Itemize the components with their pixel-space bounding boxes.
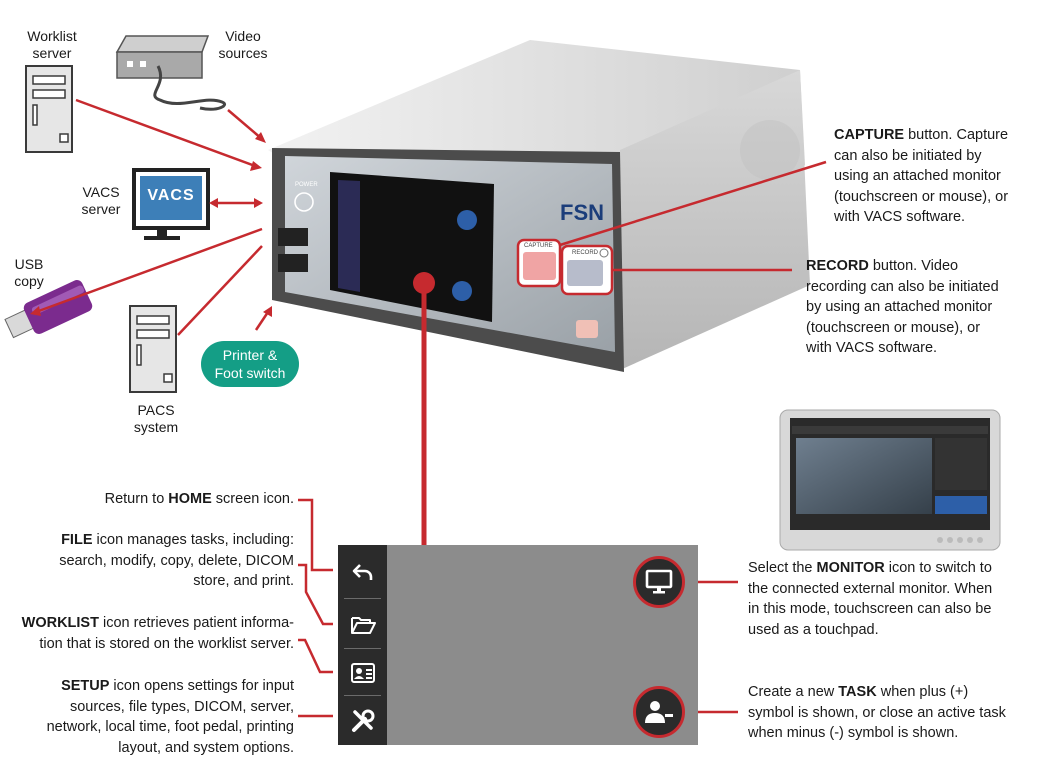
task-description: Create a new TASK when plus (+) symbol i… — [748, 684, 1006, 741]
vacs-logo: VACS — [147, 187, 195, 204]
printer-foot-switch-badge: Printer &Foot switch — [201, 341, 299, 387]
home-description: Return to HOME screen icon. — [104, 491, 294, 507]
left-callout-lines — [298, 498, 333, 718]
monitor-description: Select the MONITOR icon to switch to the… — [748, 560, 993, 638]
record-description: RECORD button. Video recording can also … — [806, 258, 999, 356]
power-label: POWER — [295, 182, 318, 188]
video-source-icon — [115, 35, 226, 111]
setup-tools-icon[interactable] — [338, 701, 387, 741]
vacs-monitor-icon — [132, 168, 210, 240]
device-brand: FSN — [560, 200, 604, 225]
sidebar-divider — [344, 598, 381, 599]
server-tower-icon — [25, 65, 73, 153]
sidebar-divider — [344, 695, 381, 696]
worklist-card-icon[interactable] — [338, 653, 387, 693]
tablet-monitor — [779, 409, 1001, 551]
usb-drive-icon — [4, 280, 93, 339]
home-return-icon[interactable] — [338, 552, 387, 592]
setup-description: SETUP icon opens settings for input sour… — [46, 678, 294, 756]
task-minus-icon[interactable] — [633, 686, 685, 738]
device-leaders — [559, 160, 827, 272]
folder-open-icon[interactable] — [338, 605, 387, 645]
pacs-tower-icon — [129, 305, 177, 393]
monitor-button-icon[interactable] — [633, 556, 685, 608]
recorder-device — [268, 40, 810, 372]
touchscreen-sidebar — [338, 545, 387, 745]
arrow-heads — [30, 132, 272, 317]
file-description: FILE icon manages tasks, including: sear… — [59, 532, 294, 589]
capture-label: CAPTURE — [524, 243, 553, 249]
capture-description: CAPTURE button. Capture can also be init… — [834, 127, 1009, 225]
record-label: RECORD — [572, 250, 599, 256]
sidebar-divider — [344, 648, 381, 649]
worklist-description: WORKLIST icon retrieves patient informa-… — [21, 615, 294, 652]
connection-arrows — [35, 98, 270, 336]
